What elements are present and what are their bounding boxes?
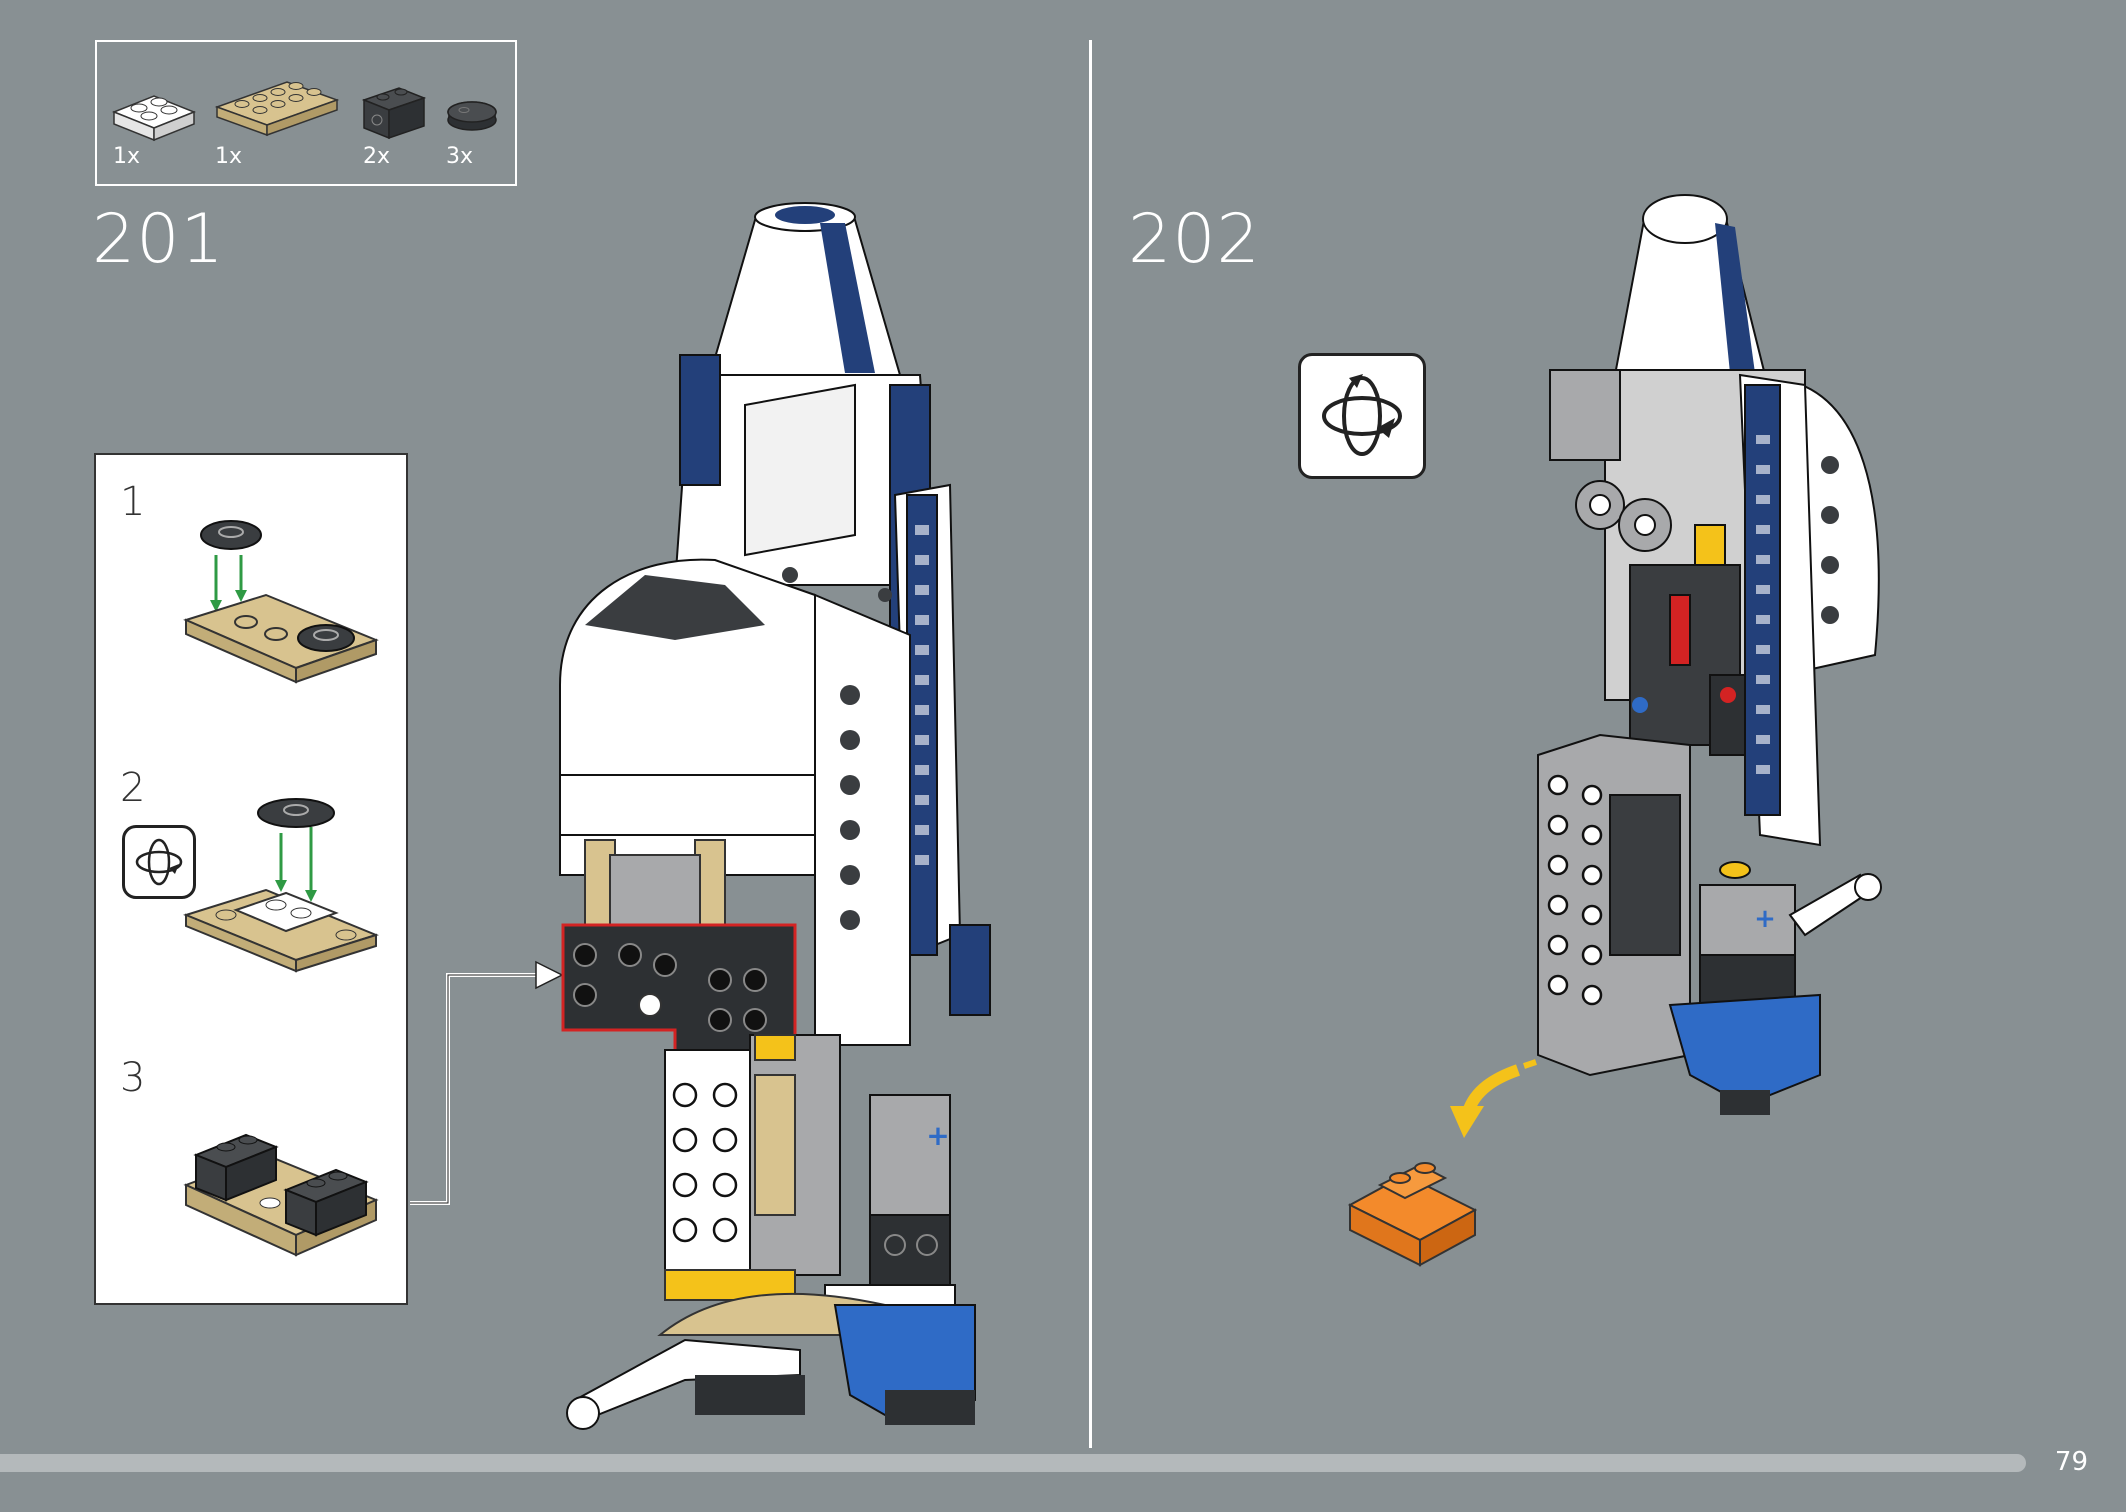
svg-text:+: + [1754, 904, 1776, 934]
svg-text:+: + [926, 1119, 949, 1152]
tan-plate-2x4-icon [214, 81, 340, 137]
page-divider [1089, 40, 1092, 1448]
parts-list-box: 1x 1x 2x 3x [95, 40, 517, 186]
part-qty-2: 1x [215, 144, 243, 169]
rocket-model-step-201: + [559, 202, 991, 1430]
rotate-model-icon [1298, 353, 1426, 479]
sub-assembly-panel: 1 2 3 [94, 453, 408, 1305]
part-qty-3: 2x [363, 144, 391, 169]
dark-grey-brick-1x2-icon [361, 87, 427, 140]
substep-3-illustration [183, 1133, 379, 1257]
page-number: 79 [2054, 1447, 2088, 1477]
substep-number-3: 3 [120, 1055, 146, 1101]
removal-arrow [1450, 1059, 1537, 1138]
part-qty-1: 1x [113, 144, 141, 169]
substep-1-illustration [183, 520, 379, 684]
rotate-model-icon-small [122, 825, 196, 899]
dark-grey-plate-1x2-rounded-icon [447, 101, 497, 131]
orange-slope-brick-icon [1347, 1162, 1478, 1267]
rocket-model-step-202: + [1537, 194, 1882, 1115]
step-number-201: 201 [92, 200, 225, 279]
page-progress-bar [0, 1454, 2026, 1472]
white-plate-2x2-icon [111, 95, 197, 142]
substep-2-illustration [183, 798, 379, 973]
step-number-202: 202 [1128, 200, 1261, 279]
substep-number-2: 2 [120, 765, 146, 811]
substep-number-1: 1 [120, 479, 146, 525]
part-qty-4: 3x [446, 144, 474, 169]
